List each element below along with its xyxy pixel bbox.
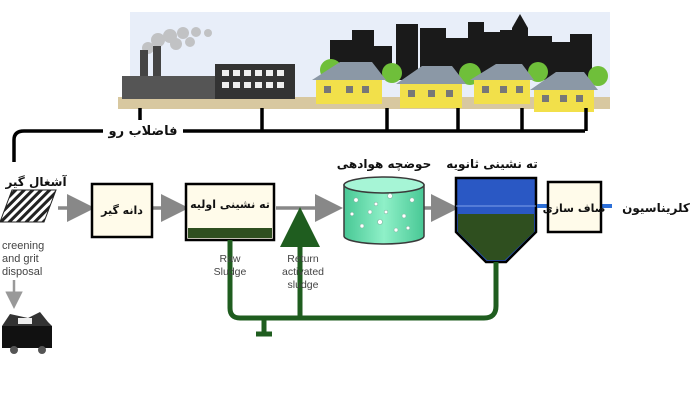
factory-icon	[122, 46, 295, 99]
primary-clarifier	[184, 182, 276, 242]
sewer-label-bg	[103, 120, 183, 140]
screening-disposal-line-2: and grit	[2, 253, 39, 265]
grit-chamber-box	[90, 182, 154, 239]
secondary-clarifier-label: ته نشینی ثانویه	[446, 157, 538, 172]
filtration-box	[546, 180, 603, 234]
aeration-tank-icon	[343, 176, 425, 245]
city-scene	[118, 12, 610, 112]
house-icons	[312, 62, 598, 112]
return-sludge-line-1: Return	[287, 253, 319, 265]
truck-icon	[2, 312, 52, 354]
secondary-clarifier-icon	[454, 176, 538, 264]
return-sludge-line-3: sludge	[288, 279, 319, 291]
screen-rack-icon	[0, 189, 57, 223]
raw-sludge-line-1: Raw	[219, 253, 240, 265]
grit-chamber-label: دانه گیر	[100, 204, 143, 217]
raw-sludge-line-2: Sludge	[214, 266, 247, 278]
screen-label: آشغال گیر	[4, 174, 67, 189]
aeration-tank-label: حوضچه هوادهی	[337, 157, 431, 172]
return-sludge-line-2: activated	[282, 266, 324, 278]
screening-disposal-line-1: creening	[2, 240, 44, 252]
sludge-pipe	[227, 207, 499, 337]
filtration-label: صاف سازی	[543, 202, 606, 215]
chlorination-label: کلریناسیون	[622, 201, 690, 216]
sewer-pipe	[12, 108, 588, 162]
sewer-label: فاضلاب رو	[108, 124, 178, 139]
air-bubbles-icon	[349, 193, 415, 233]
smoke-icon	[142, 27, 212, 54]
primary-clarifier-label: ته نشینی اولیه	[190, 198, 270, 211]
screening-disposal-line-3: disposal	[2, 266, 42, 278]
